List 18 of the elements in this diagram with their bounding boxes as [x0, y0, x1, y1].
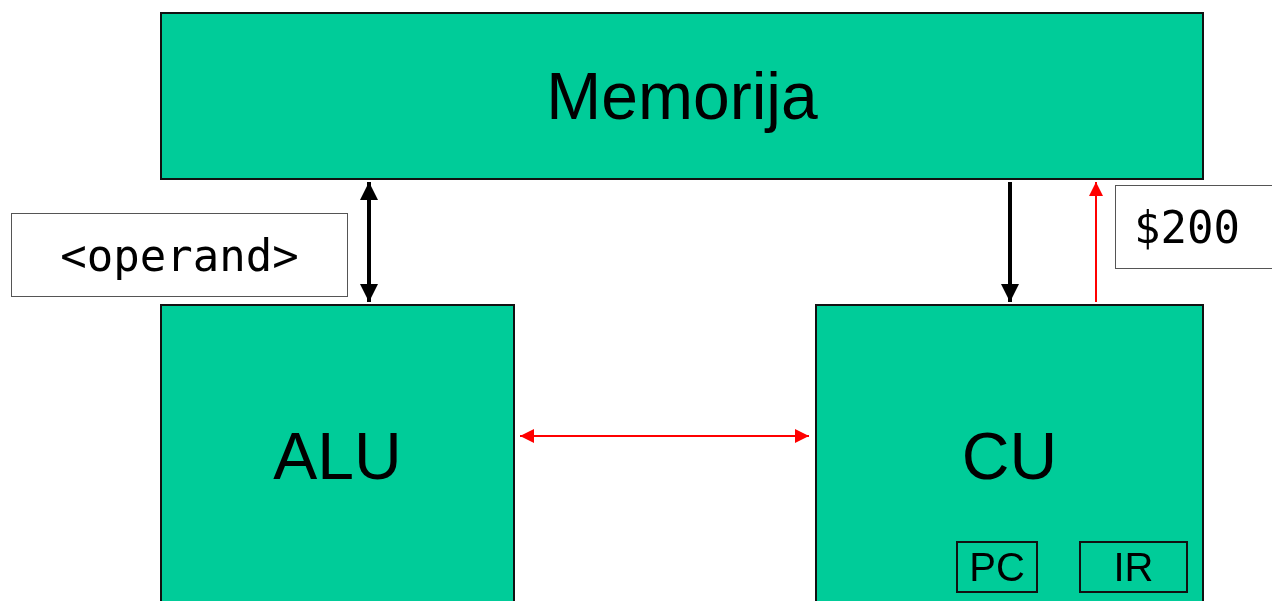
node-label: CU	[961, 418, 1058, 494]
node-label: PC	[969, 544, 1025, 590]
alu-box	[160, 304, 515, 601]
node-label: $200	[1134, 201, 1240, 253]
memory-box	[160, 12, 1204, 180]
node-label: ALU	[273, 418, 402, 494]
value-label-box	[1115, 185, 1272, 269]
node-label: IR	[1113, 544, 1154, 590]
arrow	[1089, 181, 1103, 303]
cu-box	[815, 304, 1204, 601]
operand-label-box	[11, 213, 348, 297]
register-box	[1079, 541, 1188, 593]
arrow	[519, 429, 810, 443]
arrow	[1001, 182, 1019, 302]
node-label: <operand>	[60, 229, 299, 281]
register-box	[956, 541, 1038, 593]
arrow	[360, 182, 378, 302]
node-label: Memorija	[546, 58, 818, 134]
